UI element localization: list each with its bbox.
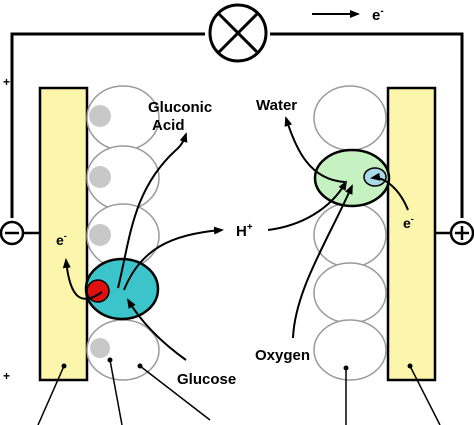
cathode-terminal-plus-icon [449, 220, 474, 246]
water-label: Water [256, 97, 297, 114]
proton-arrow [123, 226, 224, 291]
anode-active-sites [89, 105, 111, 358]
cathode-electrode [386, 86, 437, 382]
proton-label: H+ [236, 222, 253, 240]
leader-dots [61, 357, 413, 371]
electron-to-anode-arrow [62, 258, 103, 300]
cathode-enzyme-stack [313, 85, 387, 381]
gluconic-acid-arrow [117, 132, 188, 289]
anode-enzyme-stack [86, 85, 160, 381]
oxygen-arrow [292, 184, 353, 339]
plus-marker-top: + [3, 75, 10, 89]
lamp-icon [208, 3, 268, 63]
gluconic-acid-label-line2: Acid [152, 117, 185, 134]
glucose-label: Glucose [177, 371, 236, 388]
proton-to-cathode-arrow [267, 180, 347, 231]
gluconic-acid-label: Gluconic [148, 99, 212, 116]
active-glucose-oxidase-enzyme [84, 257, 160, 321]
external-circuit-wire [10, 32, 464, 218]
active-laccase-enzyme [313, 148, 391, 208]
water-arrow [284, 116, 346, 183]
electron-flow-label: e- [372, 6, 384, 24]
electron-left-label: e- [56, 231, 67, 248]
oxygen-label: Oxygen [255, 347, 310, 364]
anode-terminal-minus-icon [0, 220, 25, 246]
electron-from-cathode-arrow [370, 172, 409, 211]
plus-marker-bottom: + [3, 369, 10, 383]
anode-electrode [38, 86, 89, 382]
electron-right-label: e- [403, 214, 414, 231]
leader-lines [37, 359, 441, 425]
glucose-arrow [126, 298, 187, 361]
